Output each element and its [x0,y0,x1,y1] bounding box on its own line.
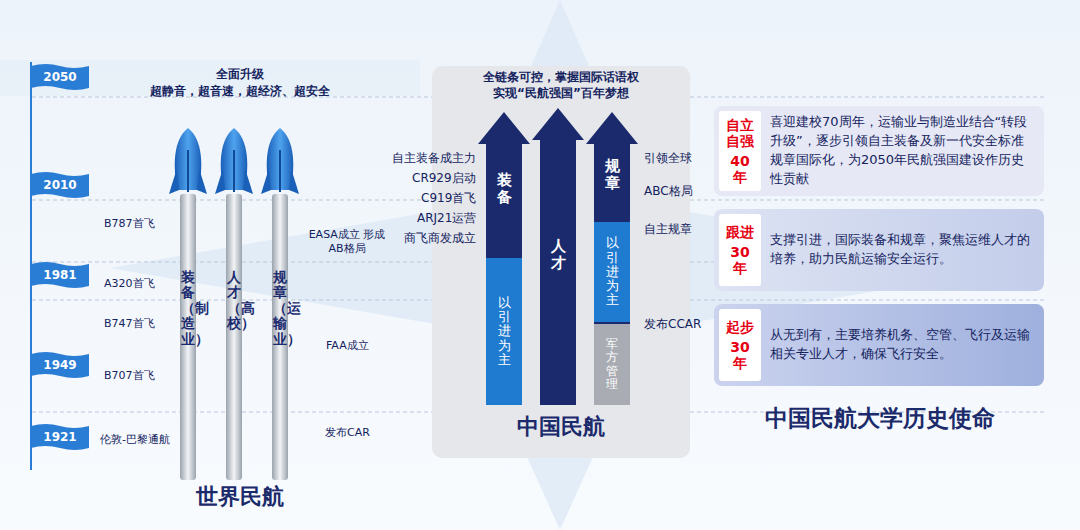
mission-band: 跟进 30年支撑引进，国际装备和规章，聚焦运维人才的培养，助力民航运输安全运行。 [714,209,1044,291]
event-label: 全面升级 [216,66,264,83]
event-label: 引领全球 [644,150,692,167]
segment-label: 以引进为主 [498,296,511,367]
year-text: 2050 [31,64,89,90]
event-label: 发布CAR [325,425,370,440]
event-label: ARJ21运营 [417,210,476,227]
event-label: A320首飞 [104,276,155,291]
event-label: 自主装备成主力 [392,150,476,167]
event-label: B787首飞 [104,216,155,231]
arrow-segment: 以引进为主 [594,222,630,322]
arrow-segment: 军方管理 [594,324,630,405]
event-label: B707首飞 [104,368,155,383]
heading-box: 跟进 30年 [719,214,761,286]
section-title: 中国民航大学历史使命 [765,403,995,434]
event-label: EASA成立 形成AB格局 [304,228,390,257]
up-arrow: 人才 [532,108,584,405]
event-label: B747首飞 [104,316,155,331]
year-flag: 1949 [31,352,89,378]
pillar-label: 人才（高校） [227,270,241,332]
rocket [261,128,299,194]
pillar-label: 规章（运输业） [273,270,287,347]
event-label: 伦敦-巴黎通航 [100,432,170,447]
china-panel: 全链条可控，掌握国际话语权 实现“民航强国”百年梦想中国民航装备以引进为主人才规… [432,66,690,458]
rocket [169,128,207,194]
event-label: CR929启动 [412,170,476,187]
year-flag: 2050 [31,64,89,90]
panel-title: 中国民航 [432,412,690,442]
band-heading: 跟进 [726,224,754,240]
event-label: 超静音，超音速，超经济、超安全 [150,83,330,100]
up-arrow: 规章以引进为主军方管理 [586,112,638,405]
pillar: 装备（制造业） [180,194,196,480]
year-flag: 1921 [31,424,89,450]
pillar: 规章（运输业） [272,194,288,480]
band-heading: 起步 [726,319,754,335]
segment-label: 以引进为主 [606,236,619,307]
up-arrow: 装备以引进为主 [478,112,530,405]
year-text: 1949 [31,352,89,378]
pillar-label: 装备（制造业） [181,270,195,347]
event-label: 自主规章 [644,221,692,238]
mission-band: 起步 30年从无到有，主要培养机务、空管、飞行及运输相关专业人才，确保飞行安全。 [714,304,1044,386]
year-text: 2010 [31,172,89,198]
pillar: 人才（高校） [226,194,242,480]
year-text: 1921 [31,424,89,450]
band-years: 40年 [726,153,754,185]
event-label: 商飞商发成立 [404,230,476,247]
arrow-label: 装备 [497,172,512,205]
arrow-label: 人才 [551,238,566,271]
year-flag: 1981 [31,262,89,288]
event-label: ABC格局 [644,183,693,200]
event-label: 发布CCAR [644,316,701,333]
panel-goal: 全链条可控，掌握国际话语权 实现“民航强国”百年梦想 [478,70,644,101]
band-years: 30年 [726,339,754,371]
segment-label: 军方管理 [606,338,618,391]
year-text: 1981 [31,262,89,288]
arrow-segment: 以引进为主 [486,258,522,405]
section-title: 世界民航 [196,482,284,512]
band-years: 30年 [726,244,754,276]
band-heading: 自立自强 [726,117,754,149]
band-body: 支撑引进，国际装备和规章，聚焦运维人才的培养，助力民航运输安全运行。 [770,231,1036,269]
event-label: C919首飞 [421,190,476,207]
heading-box: 自立自强 40年 [719,111,761,191]
arrow-label: 规章 [605,158,620,191]
band-body: 从无到有，主要培养机务、空管、飞行及运输相关专业人才，确保飞行安全。 [770,326,1036,364]
event-label: FAA成立 [326,338,369,353]
mission-band: 自立自强 40年喜迎建校70周年，运输业与制造业结合“转段升级”，逐步引领自主装备… [714,106,1044,196]
rocket [215,128,253,194]
band-body: 喜迎建校70周年，运输业与制造业结合“转段升级”，逐步引领自主装备及新一代安全标… [770,113,1036,188]
year-flag: 2010 [31,172,89,198]
heading-box: 起步 30年 [719,309,761,381]
